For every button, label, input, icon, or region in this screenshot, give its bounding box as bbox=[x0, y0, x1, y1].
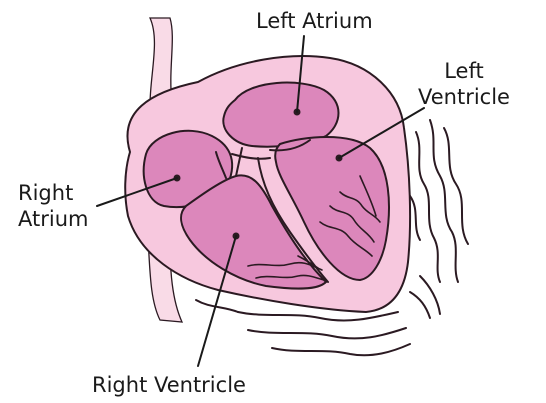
right-ventricle-label: Right Ventricle bbox=[92, 372, 246, 398]
left-ventricle-label-line1: Left bbox=[418, 58, 510, 84]
right-atrium-label: Right Atrium bbox=[18, 180, 88, 232]
left-atrium-label: Left Atrium bbox=[256, 8, 373, 34]
left-ventricle-label-line2: Ventricle bbox=[418, 84, 510, 110]
right-atrium-label-line2: Atrium bbox=[18, 206, 88, 232]
right-atrium-label-line1: Right bbox=[18, 180, 88, 206]
left-ventricle-label: Left Ventricle bbox=[418, 58, 510, 110]
